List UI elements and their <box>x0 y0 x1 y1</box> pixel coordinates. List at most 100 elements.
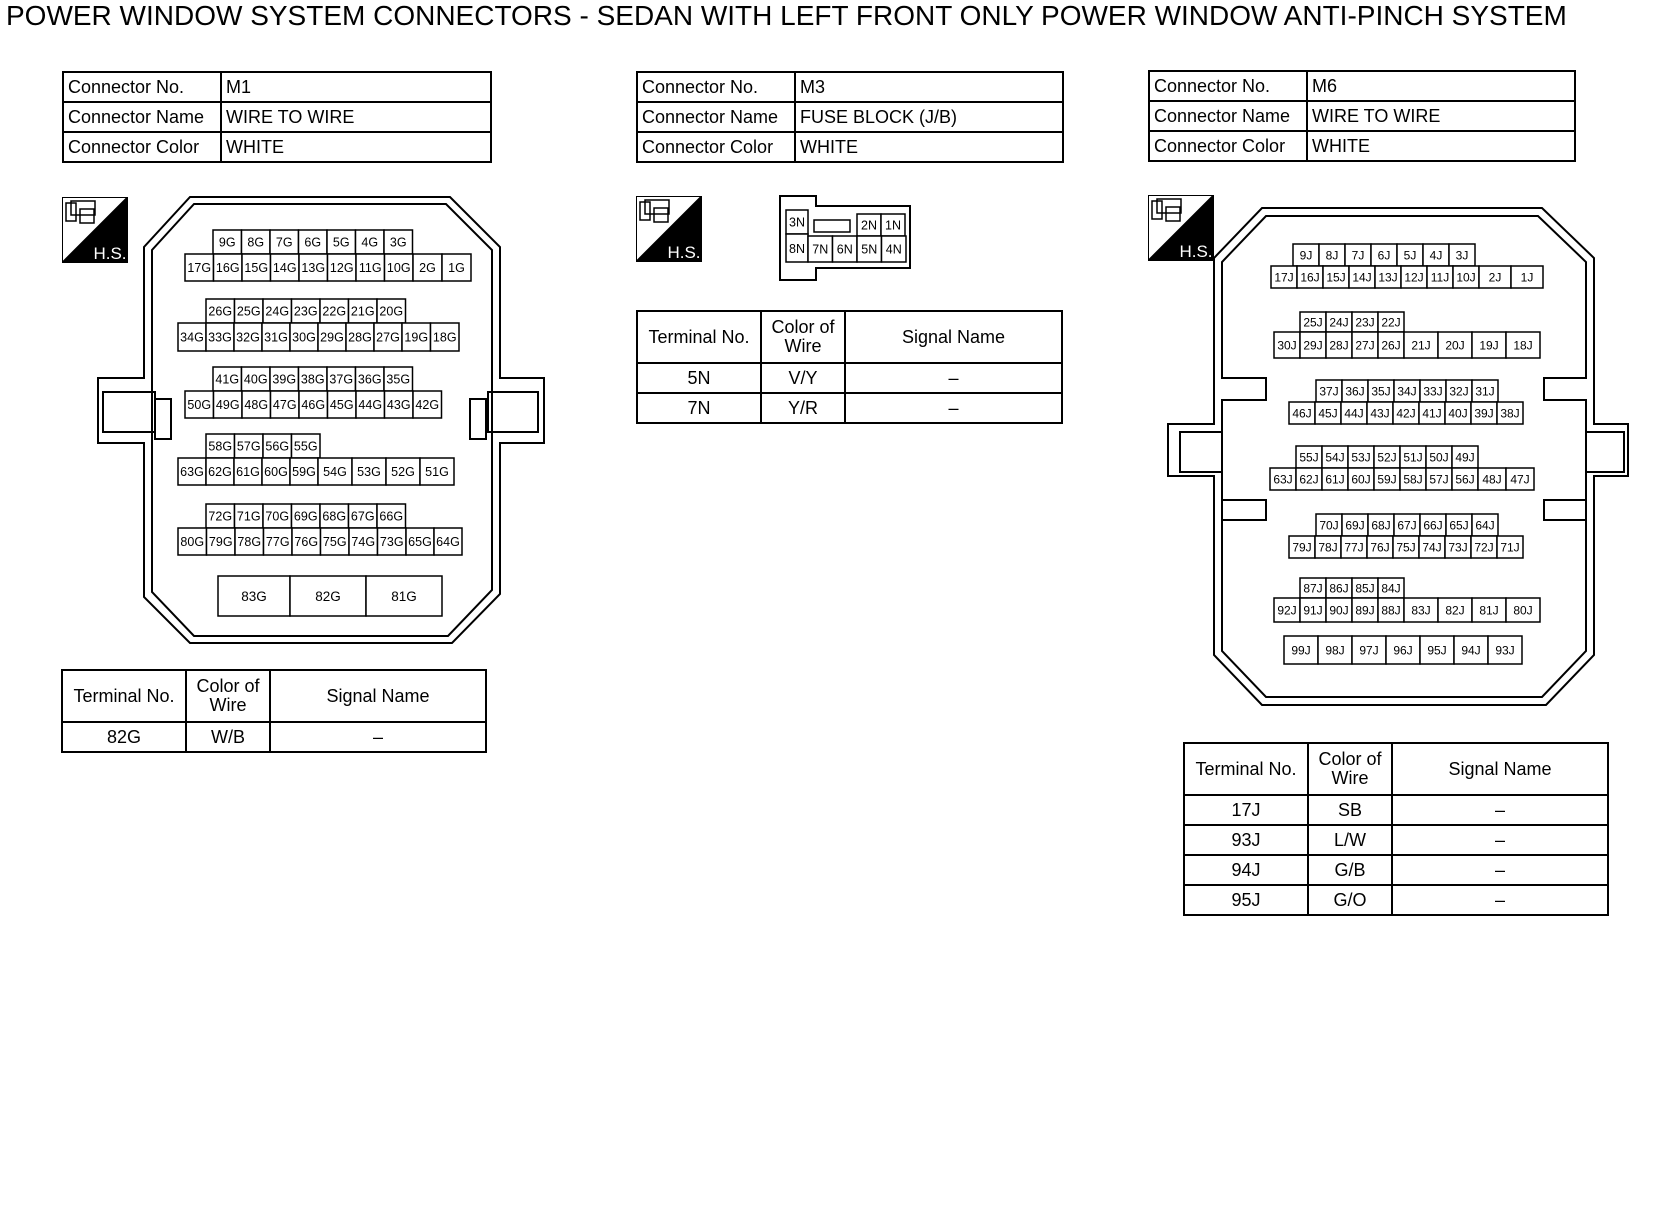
pin-label: 75J <box>1396 540 1415 554</box>
table-row: 7N Y/R – <box>636 392 1063 424</box>
pin-label: 22G <box>322 305 346 319</box>
terminal-no-cell: 7N <box>636 392 762 424</box>
pin-label: 38G <box>301 373 325 387</box>
pin-label: 34G <box>180 331 204 345</box>
pin-label: 2J <box>1489 270 1502 284</box>
pin-label: 46G <box>301 398 325 412</box>
label-connector-name: Connector Name <box>636 101 796 133</box>
header-terminal-no: Terminal No. <box>61 669 187 723</box>
pin-cell <box>184 390 215 419</box>
pin-label: 81J <box>1479 603 1498 617</box>
pin-label: 95J <box>1427 643 1446 657</box>
pin-label: 64J <box>1475 518 1494 532</box>
pin-label: 41G <box>215 373 239 387</box>
pin-label: 71G <box>237 510 261 524</box>
pin-cell <box>1377 597 1405 623</box>
wire-color-cell: V/Y <box>760 362 846 394</box>
pin-cell <box>1437 331 1473 359</box>
pin-label: 39G <box>272 373 296 387</box>
pin-label: 49J <box>1455 450 1474 464</box>
pin-label: 47J <box>1510 472 1529 486</box>
pin-label: 77J <box>1344 540 1363 554</box>
pin-cell <box>240 366 271 392</box>
pin-label: 67G <box>351 510 375 524</box>
pin-label: 58G <box>208 440 232 454</box>
signal-name-cell: – <box>844 392 1063 424</box>
table-row: 5N V/Y – <box>636 362 1063 394</box>
m1-housing-outline <box>97 196 545 644</box>
pin-label: 72G <box>208 510 232 524</box>
connector-color-value: WHITE <box>220 131 492 163</box>
pin-label: 5N <box>861 243 877 257</box>
pin-label: 57G <box>237 440 261 454</box>
pin-label: 84J <box>1381 581 1400 595</box>
pin-label: 96J <box>1393 643 1412 657</box>
table-row: 95J G/O – <box>1183 884 1609 916</box>
pin-label: 47G <box>273 398 297 412</box>
pin-label: 28J <box>1329 338 1348 352</box>
terminal-no-cell: 17J <box>1183 794 1309 826</box>
hs-label: H.S. <box>1179 242 1212 261</box>
pin-label: 14J <box>1352 270 1371 284</box>
pin-label: 7J <box>1352 248 1365 262</box>
pin-label: 22J <box>1381 315 1400 329</box>
pin-label: 69J <box>1345 518 1364 532</box>
pin-label: 79J <box>1292 540 1311 554</box>
pin-cell <box>1351 331 1379 359</box>
terminal-no-cell: 95J <box>1183 884 1309 916</box>
pin-label: 2G <box>419 261 436 275</box>
pin-label: 58J <box>1403 472 1422 486</box>
hs-label: H.S. <box>93 244 126 263</box>
pin-label: 14G <box>273 261 297 275</box>
header-terminal-no: Terminal No. <box>1183 742 1309 796</box>
pin-label: 24J <box>1329 315 1348 329</box>
pin-cell <box>856 235 883 263</box>
pin-cell <box>383 253 414 282</box>
pin-label: 72J <box>1474 540 1493 554</box>
pin-label: 54G <box>323 465 347 479</box>
label-connector-color: Connector Color <box>62 131 222 163</box>
pin-label: 44G <box>358 398 382 412</box>
header-color-of-wire: Color of Wire <box>760 310 846 364</box>
pin-label: 24G <box>265 305 289 319</box>
pin-label: 83G <box>241 589 267 604</box>
pin-label: 63G <box>180 465 204 479</box>
pin-cell <box>298 253 329 282</box>
pin-cell <box>1403 597 1439 623</box>
pin-label: 26J <box>1381 338 1400 352</box>
pin-cell <box>412 390 443 419</box>
pin-cell <box>1377 331 1405 359</box>
pin-cell <box>326 253 357 282</box>
pin-cell <box>319 527 350 556</box>
pin-label: 80J <box>1513 603 1532 617</box>
pin-cell <box>233 433 264 459</box>
pin-cell <box>241 390 272 419</box>
pin-cell <box>241 253 272 282</box>
pin-label: 7G <box>276 236 293 250</box>
terminal-no-cell: 94J <box>1183 854 1309 886</box>
pin-label: 66J <box>1423 518 1442 532</box>
pin-label: 1N <box>885 219 901 233</box>
pin-cell <box>383 229 414 255</box>
pin-label: 71J <box>1500 540 1519 554</box>
pin-cell <box>831 235 858 263</box>
pin-label: 97J <box>1359 643 1378 657</box>
pin-label: 75G <box>323 535 347 549</box>
pin-label: 40G <box>244 373 268 387</box>
pin-cell <box>419 457 455 486</box>
pin-label: 11J <box>1431 270 1449 284</box>
pin-label: 73G <box>380 535 404 549</box>
pin-cell <box>1496 401 1524 425</box>
pin-label: 35J <box>1371 384 1390 398</box>
harness-side-icon: H.S. <box>1148 195 1214 261</box>
pin-label: 42J <box>1396 406 1415 420</box>
pin-cell <box>412 253 443 282</box>
signal-name-cell: – <box>1391 824 1609 856</box>
pin-label: 15J <box>1326 270 1345 284</box>
connector-name-value: FUSE BLOCK (J/B) <box>794 101 1064 133</box>
pin-label: 69G <box>294 510 318 524</box>
header-color-of-wire: Color of Wire <box>1307 742 1393 796</box>
pin-cell <box>297 366 328 392</box>
pin-cell <box>240 229 271 255</box>
